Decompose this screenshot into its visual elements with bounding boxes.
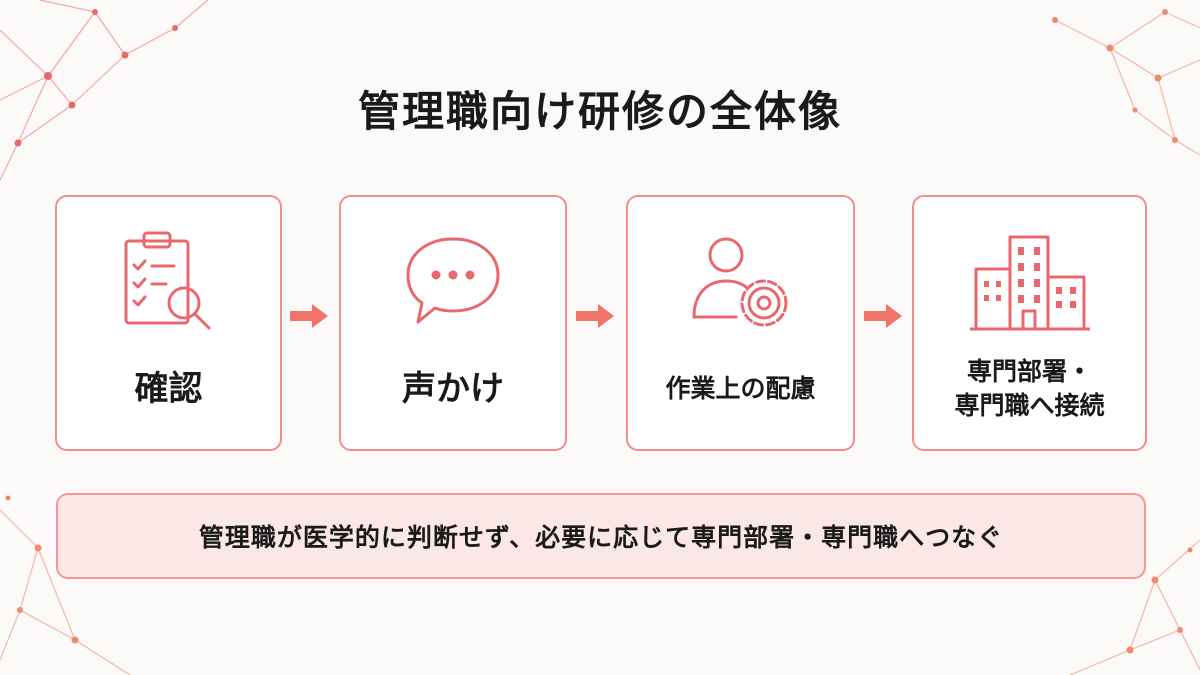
arrow-right-icon [290,304,328,328]
step-label-line: 専門職へ接続 [954,391,1105,420]
network-decoration-bottom-right [1069,539,1200,675]
building-icon [969,235,1090,331]
step-label: 確認 [134,368,203,409]
step-label: 声かけ [402,368,504,409]
speech-bubble-icon [406,237,500,324]
step-card-connect-specialist: 専門部署・ 専門職へ接続 [912,195,1147,451]
network-decoration-top-left [0,0,209,181]
network-decoration-bottom-left [0,495,131,675]
summary-text: 管理職が医学的に判断せず、必要に応じて専門部署・専門職へつなぐ [198,523,1004,552]
arrow-right-icon [864,304,902,328]
network-decoration-top-right [1052,9,1200,156]
person-gear-icon [692,237,787,327]
step-label: 専門部署・ 専門職へ接続 [914,347,1145,431]
step-card-talk: 声かけ [339,195,567,451]
step-card-confirm: 確認 [55,195,282,451]
summary-banner: 管理職が医学的に判断せず、必要に応じて専門部署・専門職へつなぐ [56,493,1146,579]
clipboard-magnifier-icon [124,231,210,330]
step-card-work-consideration: 作業上の配慮 [626,195,855,451]
arrow-right-icon [576,304,614,328]
step-label: 作業上の配慮 [665,373,816,403]
page-title: 管理職向け研修の全体像 [357,87,842,136]
step-label-line: 専門部署・ [966,356,1092,386]
